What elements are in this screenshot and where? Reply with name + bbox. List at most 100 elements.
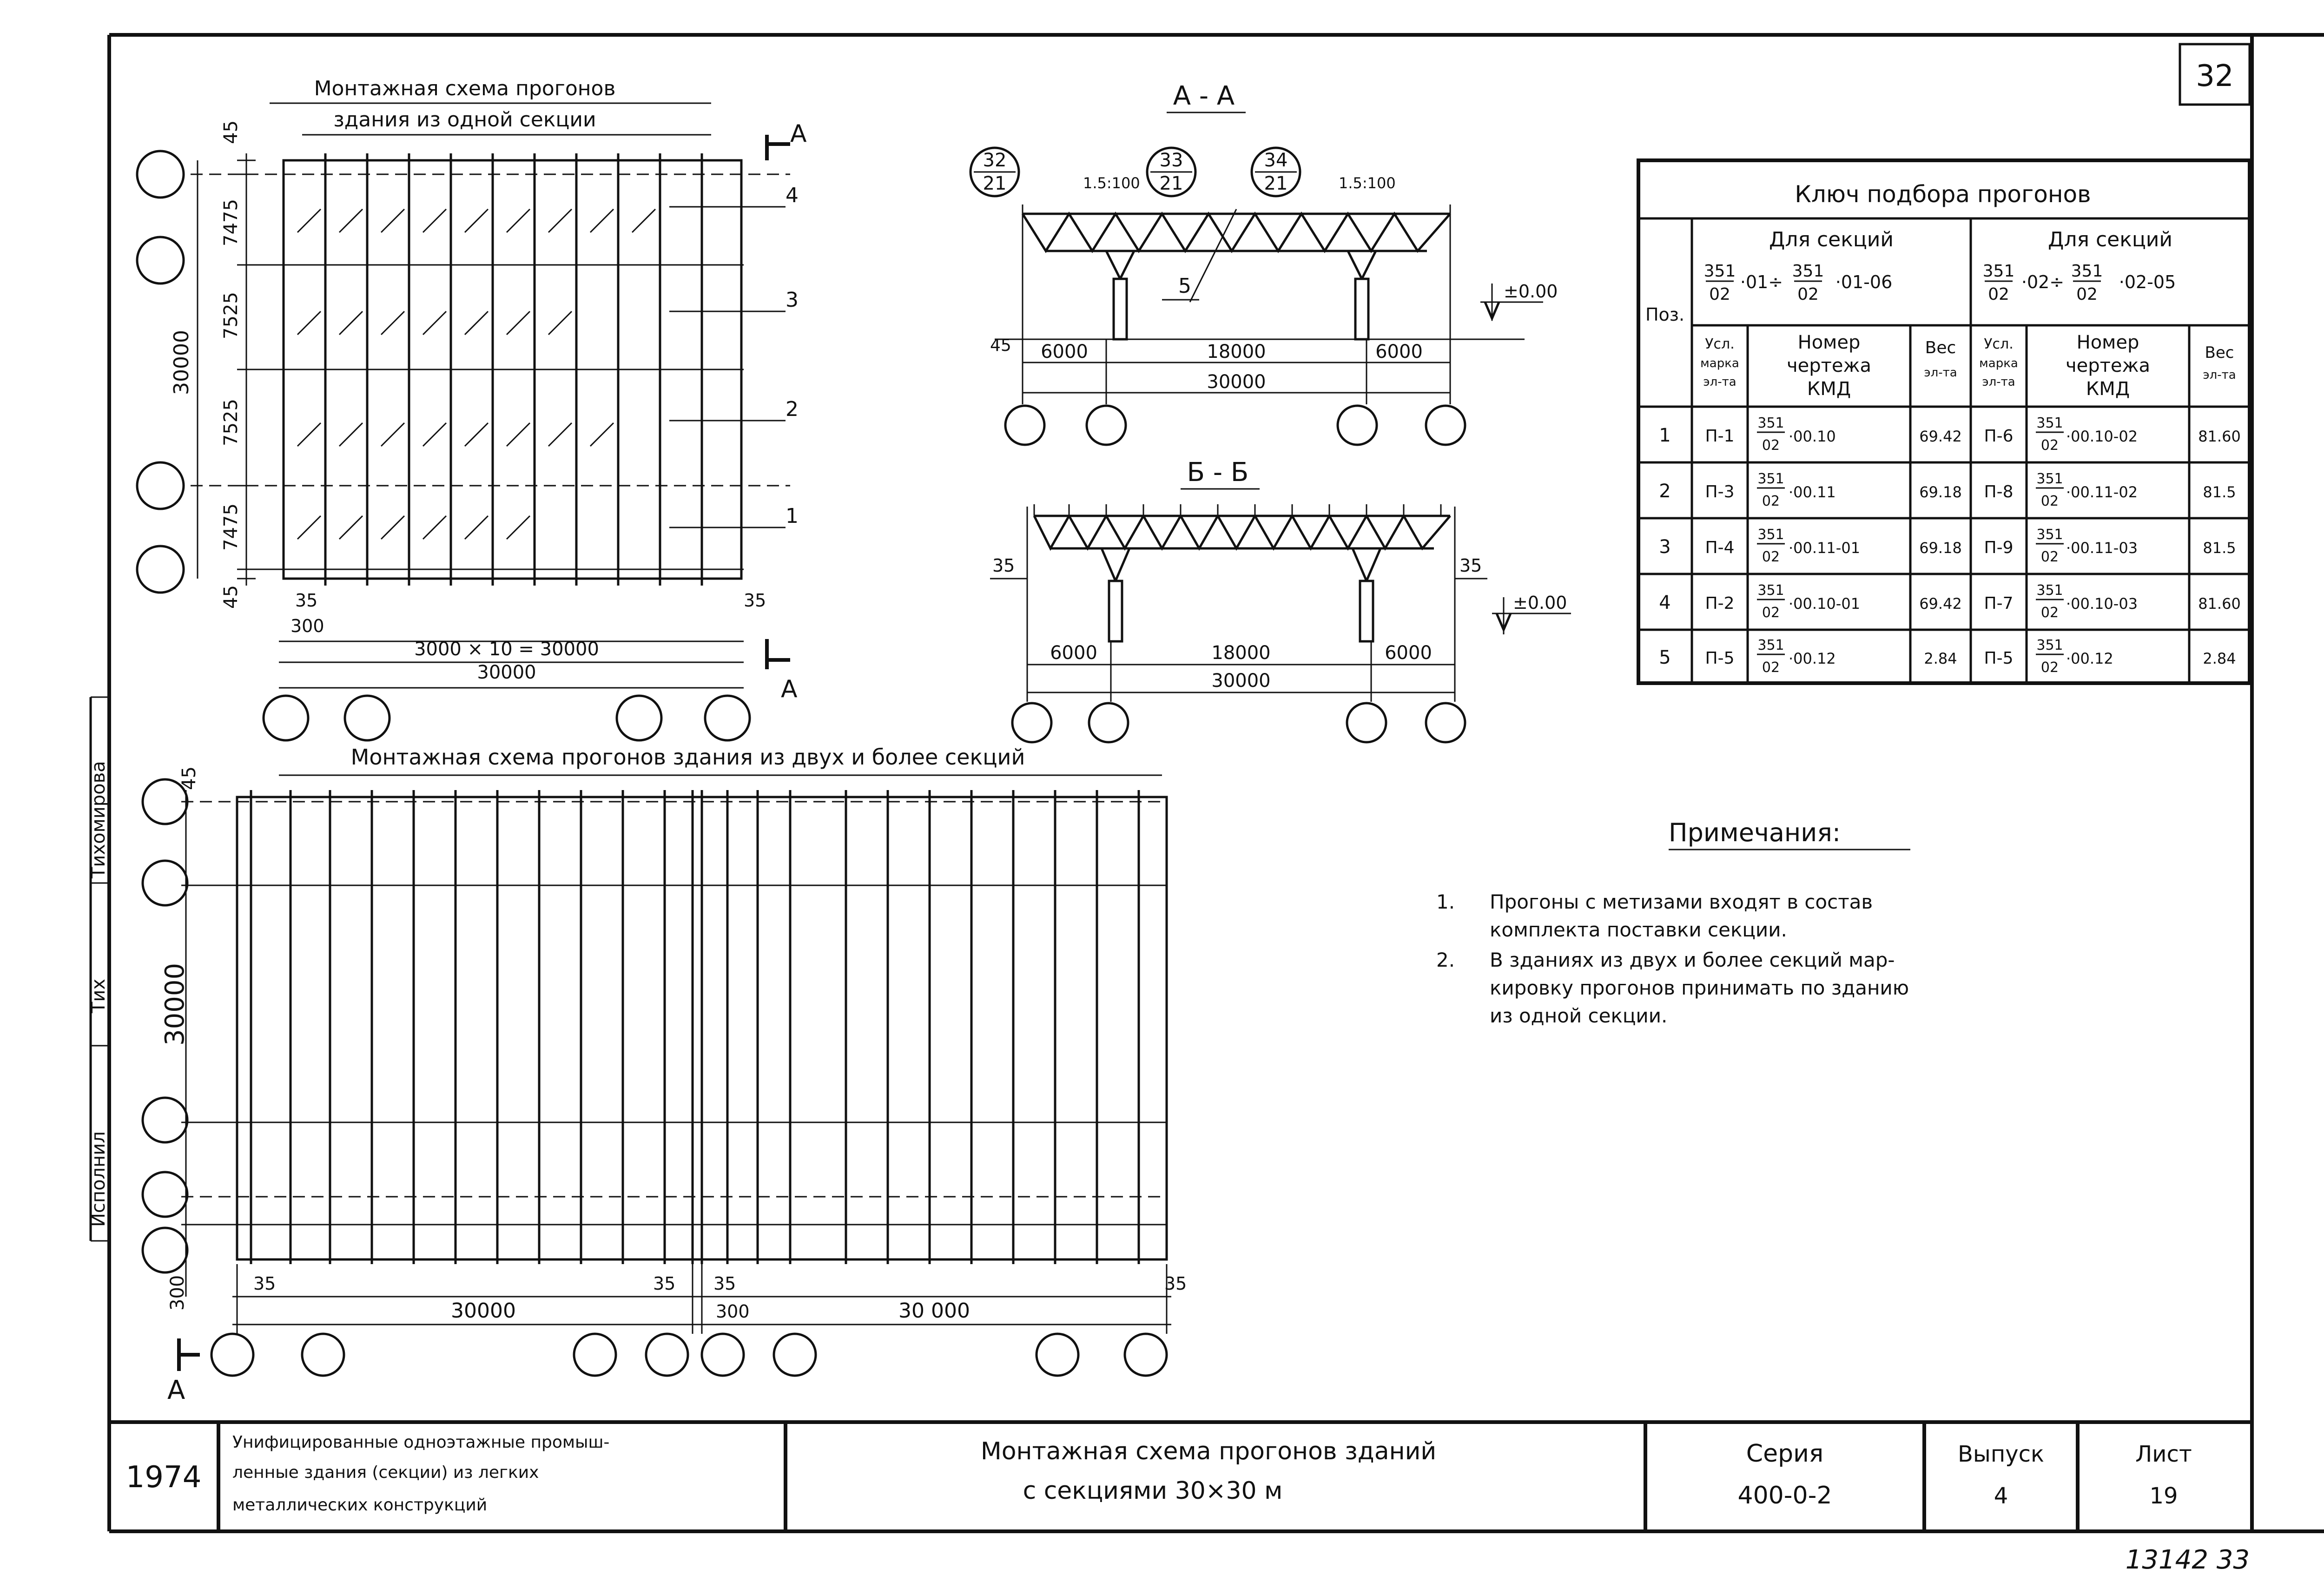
- svg-text:02: 02: [2041, 493, 2059, 509]
- svg-text:3: 3: [1659, 536, 1670, 558]
- dim-bb-total: 30000: [1211, 670, 1270, 692]
- svg-text:21: 21: [1160, 173, 1183, 194]
- grid-bubble: [141, 859, 189, 907]
- group1-frac1-bot: 02: [1709, 285, 1730, 304]
- svg-text:02: 02: [2041, 659, 2059, 676]
- grid-bubble: [700, 1332, 745, 1377]
- svg-text:·00.11-01: ·00.11-01: [1789, 539, 1860, 557]
- note-2-line3: из одной секции.: [1490, 1004, 1667, 1027]
- grid-bubble: [343, 694, 391, 742]
- dim-7525-b: 7525: [220, 399, 242, 446]
- grid-bubble: [1088, 702, 1129, 744]
- svg-text:1: 1: [1659, 425, 1670, 446]
- svg-text:·00.10-01: ·00.10-01: [1789, 595, 1860, 613]
- svg-text:02: 02: [1762, 605, 1780, 621]
- key-table-title: Ключ подбора прогонов: [1795, 181, 2091, 208]
- dim-multi-30000: 30000: [160, 963, 190, 1046]
- tb-desc-1: Унифицированные одноэтажные промыш-: [232, 1433, 609, 1452]
- dim-span-formula: 3000 × 10 = 30000: [414, 639, 599, 660]
- dim-multi-35-c: 35: [713, 1273, 736, 1294]
- svg-text:П-5: П-5: [1705, 649, 1735, 668]
- svg-text:·00.11-02: ·00.11-02: [2066, 483, 2138, 501]
- section-mark-bottom: А: [781, 675, 798, 703]
- svg-text:351: 351: [2036, 637, 2063, 653]
- dim-aa-total: 30000: [1207, 371, 1266, 393]
- svg-text:2.84: 2.84: [2203, 650, 2236, 667]
- plan-multi-section: Монтажная схема прогонов здания из двух …: [141, 745, 1187, 1405]
- svg-text:·00.10-03: ·00.10-03: [2066, 595, 2138, 613]
- group2-frac2-bot: 02: [2076, 285, 2098, 304]
- svg-text:П-2: П-2: [1705, 594, 1735, 613]
- group2-tail: ·02-05: [2119, 272, 2176, 292]
- grid-bubble: [141, 778, 189, 825]
- section-bb-title: Б - Б: [1187, 457, 1249, 488]
- dim-multi-35-d: 35: [1164, 1273, 1187, 1294]
- group1-frac2-top: 351: [1792, 262, 1824, 281]
- tb-issue-value: 4: [1994, 1483, 2008, 1509]
- svg-text:351: 351: [2036, 582, 2063, 599]
- svg-text:351: 351: [2036, 415, 2063, 431]
- note-1-line2: комплекта поставки секции.: [1490, 918, 1787, 941]
- sub-num-2a: Номер: [2077, 332, 2139, 353]
- dim-300: 300: [290, 616, 324, 636]
- sub-mark-2c: эл-та: [1982, 375, 2015, 389]
- svg-text:П-7: П-7: [1984, 594, 2014, 613]
- sub-num-1c: КМД: [1807, 378, 1851, 400]
- svg-text:02: 02: [2041, 605, 2059, 621]
- svg-text:·00.10: ·00.10: [1789, 428, 1836, 445]
- plan-single-section: Монтажная схема прогонов здания из одной…: [136, 77, 807, 742]
- sub-num-2b: чертежа: [2066, 355, 2150, 376]
- svg-text:351: 351: [2036, 527, 2063, 543]
- sub-mark-1b: марка: [1700, 356, 1739, 370]
- note-2-line1: В зданиях из двух и более секций мар-: [1490, 949, 1895, 971]
- side-signature: Тих: [88, 979, 109, 1014]
- pos-5: 5: [1178, 274, 1191, 298]
- tb-series-label: Серия: [1746, 1440, 1823, 1468]
- key-table: Ключ подбора прогонов Поз. Для секций 35…: [1637, 158, 2251, 685]
- dim-7475-bottom: 7475: [220, 503, 242, 551]
- slope-right: 1.5:100: [1339, 174, 1396, 192]
- sub-num-2c: КМД: [2086, 378, 2130, 400]
- grid-bubble: [1035, 1332, 1080, 1377]
- side-name-1: Тихомирова: [88, 761, 109, 879]
- plan-multi-title: Монтажная схема прогонов здания из двух …: [351, 745, 1025, 770]
- tb-sheet-label: Лист: [2135, 1441, 2192, 1467]
- group2-mid: ·02÷: [2021, 272, 2064, 292]
- dim-aa-1: 6000: [1041, 341, 1088, 362]
- dim-bb-35-left: 35: [992, 555, 1015, 576]
- sub-weight-1b: эл-та: [1924, 366, 1957, 380]
- svg-text:351: 351: [1757, 527, 1784, 543]
- group1-mid: ·01÷: [1740, 272, 1783, 292]
- sub-num-1a: Номер: [1798, 332, 1861, 353]
- dim-45-top: 45: [220, 120, 242, 144]
- svg-text:351: 351: [1757, 637, 1784, 653]
- dim-30000-left: 30000: [170, 330, 193, 395]
- svg-text:02: 02: [2041, 549, 2059, 565]
- svg-text:351: 351: [1757, 582, 1784, 599]
- section-bb: Б - Б 35 35 ±0.00 6000 18000 6000: [990, 457, 1571, 744]
- note-1-num: 1.: [1436, 890, 1455, 913]
- notes-title: Примечания:: [1669, 818, 1841, 847]
- truss-aa: [1021, 211, 1451, 341]
- title-block: 1974 Унифицированные одноэтажные промыш-…: [126, 1422, 2192, 1531]
- grid-bubble: [1011, 702, 1053, 744]
- svg-text:81.5: 81.5: [2203, 539, 2236, 557]
- grid-bubble: [136, 461, 185, 510]
- grid-bubble: [645, 1332, 689, 1377]
- grid-bubble: [1425, 404, 1466, 446]
- note-2-line2: кировку прогонов принимать по зданию: [1490, 976, 1909, 999]
- grid-bubble: [141, 1226, 189, 1274]
- callout-34-21: 34 21: [1250, 146, 1301, 198]
- svg-text:02: 02: [2041, 437, 2059, 454]
- svg-text:02: 02: [1762, 437, 1780, 454]
- svg-text:81.60: 81.60: [2198, 595, 2241, 613]
- grid-bubble: [704, 694, 751, 742]
- side-strip: Тихомирова Тих Исполнил: [88, 696, 109, 1242]
- svg-text:2.84: 2.84: [1924, 650, 1957, 667]
- grid-bubble: [1004, 404, 1046, 446]
- svg-text:5: 5: [1659, 647, 1670, 668]
- group1-frac1-top: 351: [1704, 262, 1736, 281]
- svg-text:69.42: 69.42: [1919, 428, 1962, 445]
- page-number: 32: [2196, 59, 2233, 93]
- table-row: 1 П-1 351 02 ·00.10 69.42 П-6 351 02 ·00…: [1659, 415, 2241, 454]
